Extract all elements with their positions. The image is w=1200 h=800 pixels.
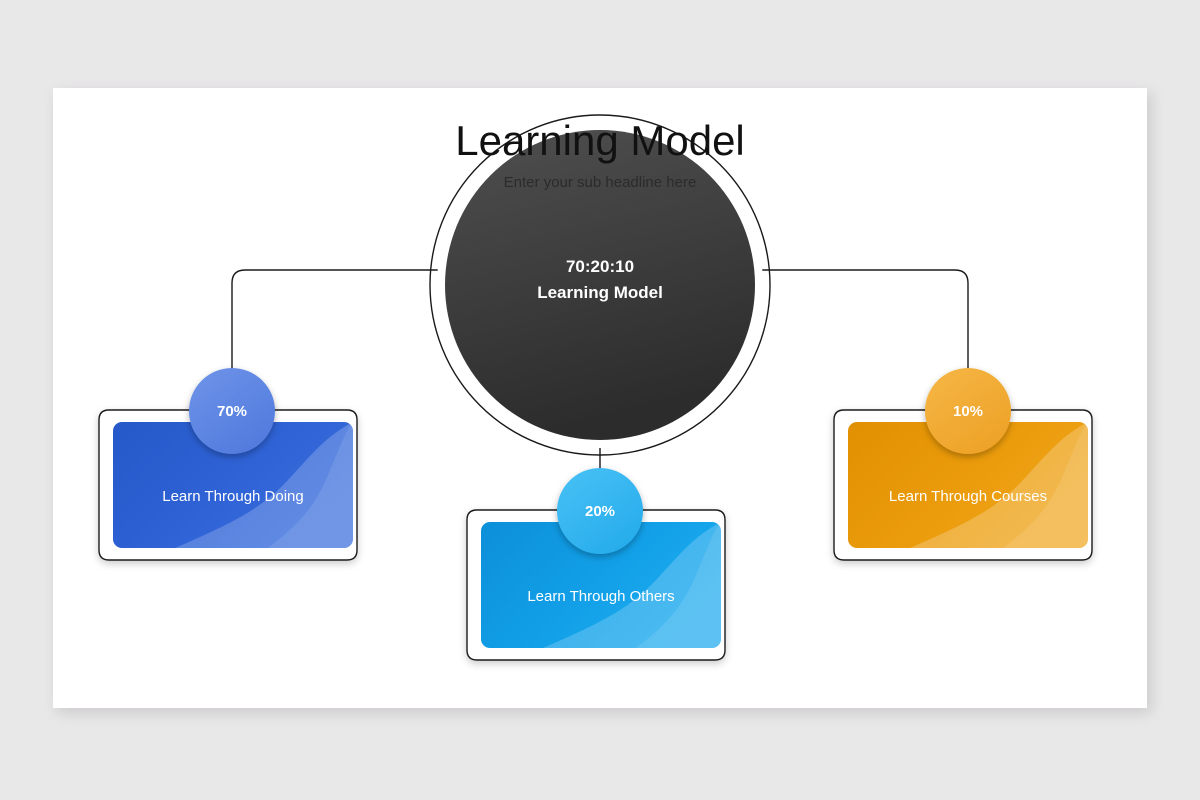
hub-text-block: 70:20:10 Learning Model — [430, 254, 770, 306]
page-subtitle: Enter your sub headline here — [503, 174, 697, 191]
badge-label-others: 20% — [584, 503, 616, 520]
hub-ratio-label: 70:20:10 — [565, 257, 635, 276]
page-title: Learning Model — [455, 117, 745, 164]
card-label-courses: Learn Through Courses — [888, 488, 1048, 505]
badge-label-courses: 10% — [952, 403, 984, 420]
hub-model-label: Learning Model — [537, 283, 663, 302]
badge-label-doing: 70% — [216, 403, 248, 420]
card-label-others: Learn Through Others — [527, 588, 675, 605]
card-label-doing: Learn Through Doing — [162, 488, 304, 505]
